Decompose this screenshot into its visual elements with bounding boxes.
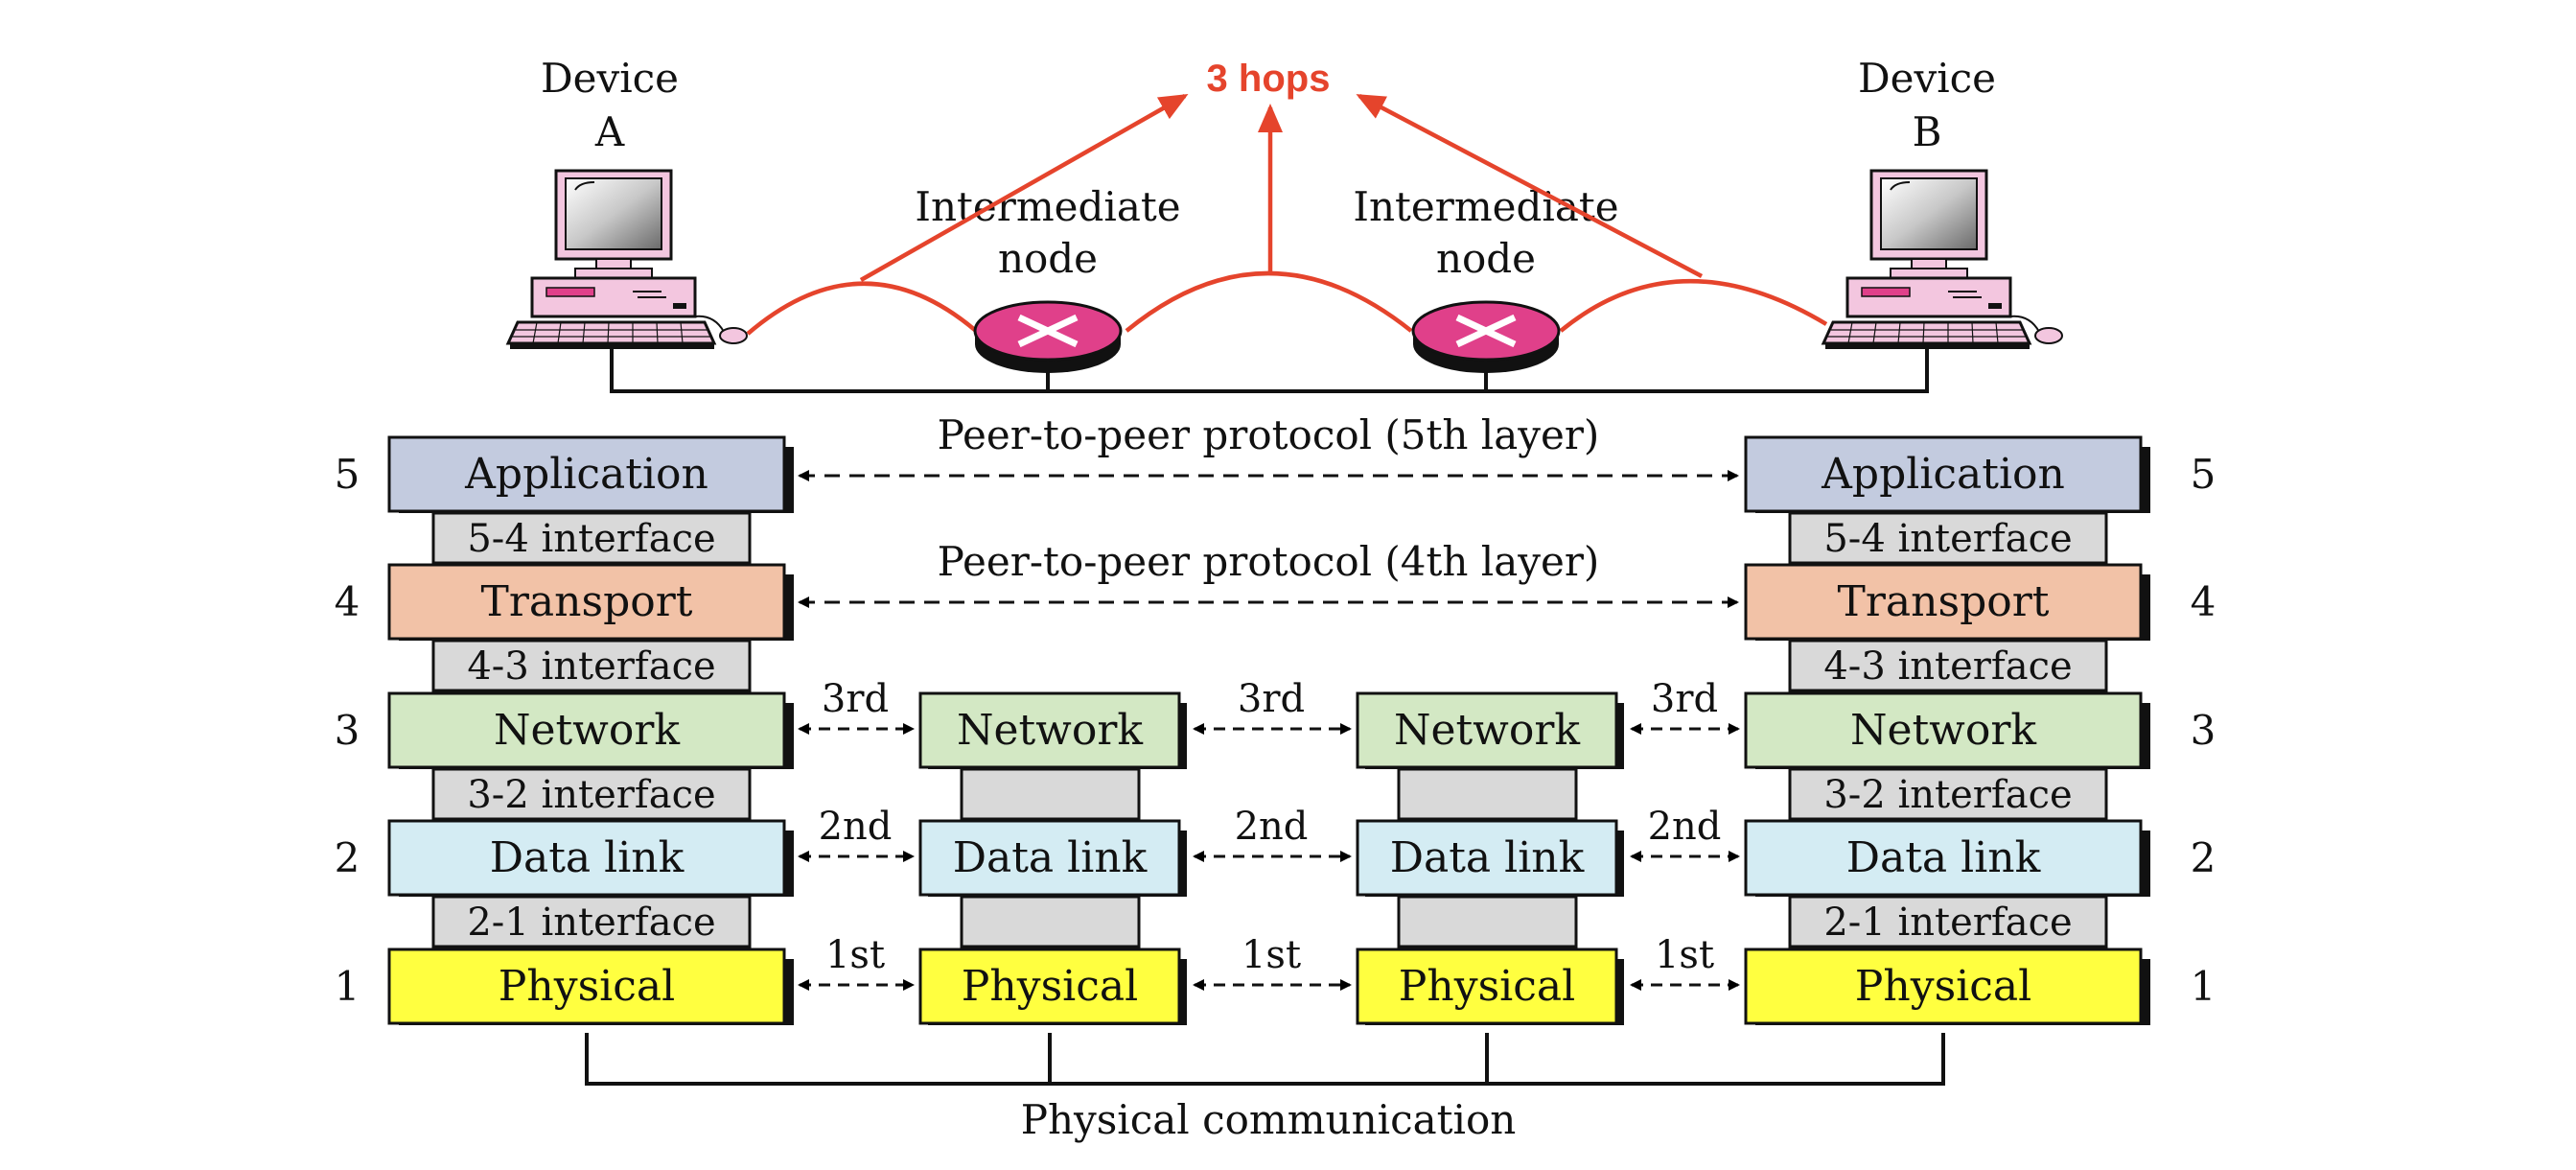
application-layer-label: Application bbox=[1821, 450, 2065, 499]
device-b-label-line2: B bbox=[1913, 108, 1942, 155]
layer-number: 2 bbox=[335, 834, 360, 881]
interface-4-3-label: 4-3 interface bbox=[1823, 644, 2072, 689]
hop-network-label: 3rd bbox=[822, 677, 889, 721]
datalink-layer-box bbox=[1744, 819, 2143, 897]
physical-layer-label: Physical bbox=[962, 962, 1138, 1011]
network-layer-label: Network bbox=[494, 706, 680, 755]
datalink-layer-box bbox=[1356, 819, 1618, 897]
intermediate-node-2-label-line1: Intermediate bbox=[1353, 183, 1618, 230]
intermediate-node-1-label-line1: Intermediate bbox=[915, 183, 1180, 230]
router-icon bbox=[1411, 300, 1561, 373]
peer-protocol-arrows bbox=[798, 470, 1739, 608]
network-layer-box bbox=[918, 691, 1181, 769]
network-layer-label: Network bbox=[957, 706, 1143, 755]
hop-link-arrows bbox=[798, 723, 1740, 991]
physical-communication-line bbox=[585, 1033, 1945, 1086]
interface-3-2-label: 3-2 interface bbox=[467, 773, 715, 817]
datalink-layer-box bbox=[918, 819, 1181, 897]
network-layer-box bbox=[1744, 691, 2143, 769]
physical-layer-box bbox=[918, 948, 1181, 1025]
physical-layer-box bbox=[1744, 948, 2143, 1025]
layer-number: 5 bbox=[335, 451, 360, 498]
physical-layer-box bbox=[1356, 948, 1618, 1025]
interface-5-4-label: 5-4 interface bbox=[1823, 517, 2072, 561]
intermediate-node-1-label-line2: node bbox=[998, 235, 1098, 282]
hop-datalink-label: 2nd bbox=[1648, 805, 1722, 849]
physical-layer-label: Physical bbox=[499, 962, 675, 1011]
layer-stack-intermediate-1 bbox=[918, 691, 1181, 1025]
physical-layer-label: Physical bbox=[1855, 962, 2031, 1011]
interface-2-1-label: 2-1 interface bbox=[467, 901, 715, 945]
hop-physical-label: 1st bbox=[1242, 933, 1301, 977]
hop-arrows bbox=[859, 94, 1704, 282]
interface-3-2-label: 3-2 interface bbox=[1823, 773, 2072, 817]
physical-layer-box bbox=[387, 948, 786, 1025]
peer-protocol-layer5-label: Peer-to-peer protocol (5th layer) bbox=[938, 411, 1600, 458]
network-layer-label: Network bbox=[1394, 706, 1580, 755]
datalink-layer-label: Data link bbox=[953, 833, 1148, 882]
application-layer-box bbox=[387, 435, 786, 513]
layer-number: 5 bbox=[2191, 451, 2216, 498]
interface-blocks bbox=[431, 511, 2108, 948]
hop-arcs bbox=[746, 270, 1828, 336]
computer-icon bbox=[1821, 169, 2063, 349]
device-connection-line bbox=[610, 347, 1929, 393]
transport-layer-label: Transport bbox=[481, 577, 693, 626]
transport-layer-box bbox=[1744, 563, 2143, 641]
router-icon bbox=[973, 300, 1123, 373]
datalink-layer-label: Data link bbox=[1846, 833, 2041, 882]
hop-physical-label: 1st bbox=[825, 933, 885, 977]
physical-communication-label: Physical communication bbox=[1021, 1096, 1517, 1143]
layer-stack-device-a bbox=[387, 435, 786, 1025]
datalink-layer-label: Data link bbox=[1390, 833, 1585, 882]
hop-datalink-label: 2nd bbox=[819, 805, 893, 849]
device-a-label-line1: Device bbox=[541, 55, 679, 102]
application-layer-label: Application bbox=[464, 450, 708, 499]
layer-number: 1 bbox=[335, 963, 360, 1010]
layer-number: 4 bbox=[335, 578, 360, 625]
network-layer-label: Network bbox=[1850, 706, 2036, 755]
peer-protocol-layer4-label: Peer-to-peer protocol (4th layer) bbox=[938, 538, 1600, 585]
hop-network-label: 3rd bbox=[1238, 677, 1305, 721]
hops-label: 3 hops bbox=[1207, 58, 1331, 100]
transport-layer-box bbox=[387, 563, 786, 641]
transport-layer-label: Transport bbox=[1838, 577, 2050, 626]
layer-number: 4 bbox=[2191, 578, 2216, 625]
physical-layer-label: Physical bbox=[1399, 962, 1575, 1011]
intermediate-node-2-label-line2: node bbox=[1436, 235, 1536, 282]
network-layer-box bbox=[387, 691, 786, 769]
datalink-layer-box bbox=[387, 819, 786, 897]
device-a-label-line2: A bbox=[594, 108, 625, 155]
layer-stack-intermediate-2 bbox=[1356, 691, 1618, 1025]
application-layer-box bbox=[1744, 435, 2143, 513]
layer-number: 2 bbox=[2191, 834, 2216, 881]
layer-stack-device-b bbox=[1744, 435, 2143, 1025]
layer-number: 3 bbox=[335, 707, 360, 754]
device-b-label-line1: Device bbox=[1858, 55, 1996, 102]
interface-2-1-label: 2-1 interface bbox=[1823, 901, 2072, 945]
network-layer-box bbox=[1356, 691, 1618, 769]
layer-number: 3 bbox=[2191, 707, 2216, 754]
hop-datalink-label: 2nd bbox=[1235, 805, 1309, 849]
datalink-layer-label: Data link bbox=[490, 833, 685, 882]
interface-5-4-label: 5-4 interface bbox=[467, 517, 715, 561]
hop-physical-label: 1st bbox=[1655, 933, 1714, 977]
interface-4-3-label: 4-3 interface bbox=[467, 644, 715, 689]
computer-icon bbox=[505, 169, 748, 349]
layer-number: 1 bbox=[2191, 963, 2216, 1010]
hop-network-label: 3rd bbox=[1651, 677, 1718, 721]
